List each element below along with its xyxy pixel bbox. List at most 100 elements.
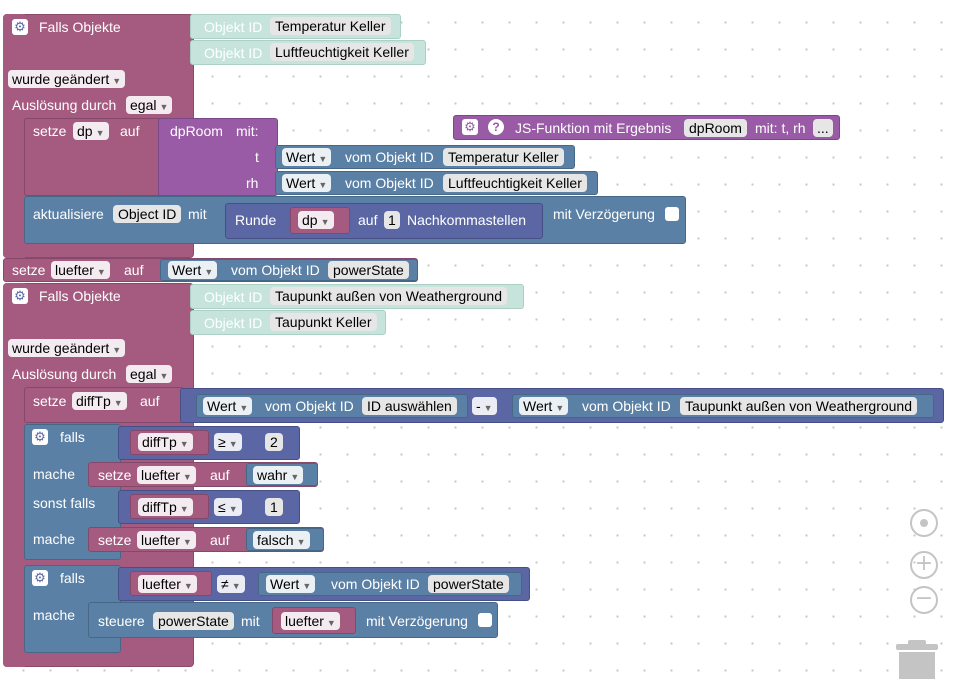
object-field[interactable]: powerState bbox=[428, 575, 509, 593]
object-id-label: Objekt ID bbox=[204, 315, 263, 331]
value-dropdown[interactable]: Wert▼ bbox=[203, 397, 253, 415]
operator-dropdown[interactable]: ≤▼ bbox=[214, 498, 242, 516]
param-rh-label: rh bbox=[246, 175, 259, 191]
gear-icon[interactable]: ⚙ bbox=[12, 19, 28, 35]
from-object-label: vom Objekt ID bbox=[345, 149, 434, 165]
value-label: Wert bbox=[523, 398, 553, 414]
value-dropdown[interactable]: Wert▼ bbox=[519, 397, 569, 415]
operator-value: - bbox=[476, 398, 481, 414]
trigger-value: wurde geändert bbox=[12, 71, 110, 87]
delay-checkbox[interactable] bbox=[478, 613, 492, 627]
digits-field[interactable]: 1 bbox=[384, 211, 400, 229]
object-id-field[interactable]: Luftfeuchtigkeit Keller bbox=[270, 43, 414, 61]
variable-dropdown[interactable]: diffTp▼ bbox=[138, 433, 193, 451]
variable-value: dp bbox=[302, 212, 318, 228]
object-field[interactable]: Luftfeuchtigkeit Keller bbox=[443, 174, 587, 192]
trigger-by-dropdown[interactable]: egal▼ bbox=[126, 96, 173, 114]
if-label: falls bbox=[60, 570, 85, 586]
gear-icon[interactable]: ⚙ bbox=[32, 429, 48, 445]
boolean-dropdown[interactable]: wahr▼ bbox=[253, 466, 304, 484]
if-label: falls bbox=[60, 429, 85, 445]
variable-dropdown[interactable]: luefter▼ bbox=[137, 531, 196, 549]
variable-dropdown[interactable]: dp▼ bbox=[73, 122, 109, 140]
trigger-by-label: Auslösung durch bbox=[12, 366, 117, 382]
chevron-down-icon: ▼ bbox=[183, 581, 193, 591]
chevron-down-icon: ▼ bbox=[159, 102, 169, 112]
operator-dropdown[interactable]: -▼ bbox=[472, 397, 497, 415]
chevron-down-icon: ▼ bbox=[96, 267, 106, 277]
boolean-dropdown[interactable]: falsch▼ bbox=[253, 531, 310, 549]
gear-icon[interactable]: ⚙ bbox=[32, 570, 48, 586]
js-function-name-field[interactable]: dpRoom bbox=[684, 119, 747, 137]
object-field[interactable]: ID auswählen bbox=[362, 397, 457, 415]
variable-value: luefter bbox=[141, 467, 180, 483]
operator-value: ≠ bbox=[221, 576, 229, 592]
js-function-more-button[interactable]: ... bbox=[813, 119, 833, 137]
object-field[interactable]: powerState bbox=[328, 261, 409, 279]
chevron-down-icon: ▼ bbox=[483, 403, 493, 413]
trash-icon[interactable] bbox=[896, 640, 938, 679]
variable-value: luefter bbox=[285, 613, 324, 629]
from-object-label: vom Objekt ID bbox=[231, 262, 320, 278]
from-object-label: vom Objekt ID bbox=[345, 175, 434, 191]
chevron-down-icon: ▼ bbox=[179, 439, 189, 449]
js-function-block[interactable] bbox=[453, 115, 840, 140]
gear-icon[interactable]: ⚙ bbox=[462, 119, 478, 135]
object-id-label: Objekt ID bbox=[204, 19, 263, 35]
value-label: Wert bbox=[270, 576, 300, 592]
trigger-by-dropdown[interactable]: egal▼ bbox=[126, 365, 173, 383]
set-label: setze bbox=[98, 467, 132, 483]
update-target-field[interactable]: Object ID bbox=[113, 205, 182, 223]
trigger-by-label: Auslösung durch bbox=[12, 97, 117, 113]
variable-value: diffTp bbox=[76, 393, 111, 409]
chevron-down-icon: ▼ bbox=[326, 618, 336, 628]
set-label: setze bbox=[33, 123, 67, 139]
operator-dropdown[interactable]: ≥▼ bbox=[214, 433, 242, 451]
variable-dropdown[interactable]: luefter▼ bbox=[51, 261, 110, 279]
object-field[interactable]: Temperatur Keller bbox=[443, 148, 564, 166]
control-label: steuere bbox=[98, 613, 145, 629]
zoom-out-icon[interactable]: − bbox=[910, 586, 938, 614]
variable-dropdown[interactable]: luefter▼ bbox=[281, 612, 340, 630]
object-id-field[interactable]: Taupunkt außen von Weatherground bbox=[270, 287, 508, 305]
trigger-by-value: egal bbox=[130, 97, 157, 113]
variable-dropdown[interactable]: luefter▼ bbox=[138, 575, 197, 593]
variable-dropdown[interactable]: luefter▼ bbox=[137, 466, 196, 484]
chevron-down-icon: ▼ bbox=[320, 217, 330, 227]
value-dropdown[interactable]: Wert▼ bbox=[168, 261, 218, 279]
chevron-down-icon: ▼ bbox=[231, 581, 241, 591]
chevron-down-icon: ▼ bbox=[296, 537, 306, 547]
chevron-down-icon: ▼ bbox=[95, 128, 105, 138]
object-id-field[interactable]: Temperatur Keller bbox=[270, 17, 391, 35]
variable-dropdown[interactable]: dp▼ bbox=[298, 211, 334, 229]
do-label: mache bbox=[33, 466, 76, 482]
chevron-down-icon: ▼ bbox=[112, 345, 122, 355]
value-dropdown[interactable]: Wert▼ bbox=[266, 575, 316, 593]
delay-label: mit Verzögerung bbox=[553, 206, 655, 222]
variable-dropdown[interactable]: diffTp▼ bbox=[72, 392, 127, 410]
value-dropdown[interactable]: Wert▼ bbox=[282, 148, 332, 166]
chevron-down-icon: ▼ bbox=[239, 403, 249, 413]
operator-dropdown[interactable]: ≠▼ bbox=[217, 575, 245, 593]
from-object-label: vom Objekt ID bbox=[331, 576, 420, 592]
trigger-dropdown[interactable]: wurde geändert▼ bbox=[8, 70, 126, 88]
zoom-in-icon[interactable]: + bbox=[910, 551, 938, 579]
help-icon[interactable]: ? bbox=[488, 119, 504, 135]
control-object-field[interactable]: powerState bbox=[153, 612, 234, 630]
gear-icon[interactable]: ⚙ bbox=[12, 288, 28, 304]
object-id-field[interactable]: Taupunkt Keller bbox=[270, 313, 377, 331]
function-call-block[interactable] bbox=[158, 118, 278, 196]
recenter-icon[interactable] bbox=[910, 509, 938, 537]
delay-checkbox[interactable] bbox=[665, 207, 679, 221]
object-field[interactable]: Taupunkt außen von Weatherground bbox=[680, 397, 918, 415]
js-function-label: JS-Funktion mit Ergebnis bbox=[515, 120, 672, 136]
number-field[interactable]: 2 bbox=[265, 433, 283, 451]
chevron-down-icon: ▼ bbox=[204, 267, 214, 277]
trigger-dropdown[interactable]: wurde geändert▼ bbox=[8, 339, 126, 357]
number-field[interactable]: 1 bbox=[265, 498, 283, 516]
value-label: Wert bbox=[172, 262, 202, 278]
variable-dropdown[interactable]: diffTp▼ bbox=[138, 498, 193, 516]
with-label: mit bbox=[188, 206, 207, 222]
event-title: Falls Objekte bbox=[39, 288, 121, 304]
value-dropdown[interactable]: Wert▼ bbox=[282, 174, 332, 192]
